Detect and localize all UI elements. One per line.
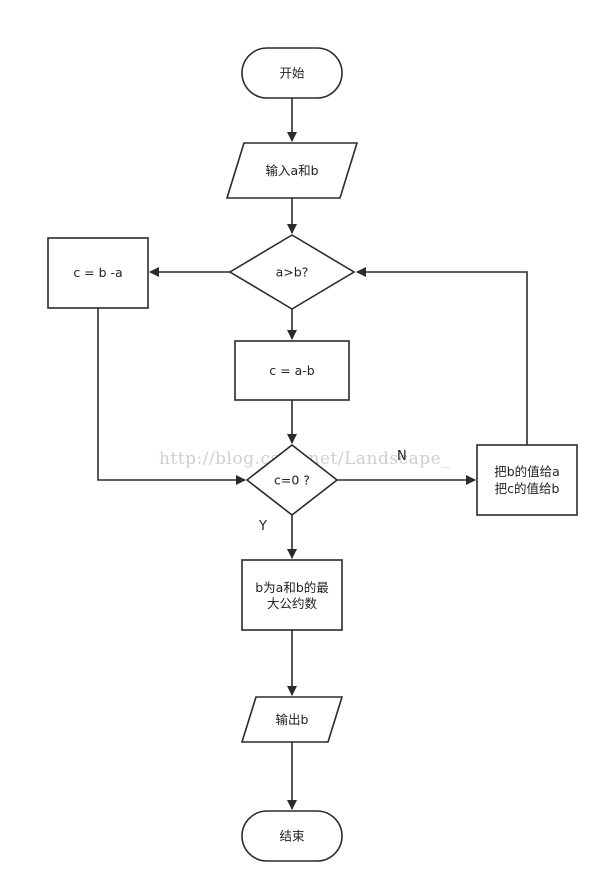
start-node: 开始 [241,47,343,99]
swap-sub-process: c = b -a [47,237,149,309]
no-branch-label: N [397,449,407,464]
sub-process-label: c = a-b [269,363,314,378]
end-node: 结束 [241,810,343,862]
output-node: 输出b [240,696,344,743]
input-node: 输入a和b [225,142,359,199]
result-process-label-line2: 大公约数 [267,596,318,611]
end-node-label: 结束 [279,829,305,844]
compare-decision-label: a>b? [276,265,309,280]
check-zero-decision-label: c=0 ? [274,473,310,488]
check-zero-decision: c=0 ? [245,443,339,517]
compare-decision: a>b? [228,234,356,310]
assign-process-label-line1: 把b的值给a [494,464,560,479]
yes-branch-label: Y [258,519,267,534]
assign-process: 把b的值给a 把c的值给b [476,444,578,516]
edge-assign-to-compare [356,267,528,445]
result-process-label-line1: b为a和b的最 [255,580,329,595]
input-node-label: 输入a和b [265,163,318,178]
start-node-label: 开始 [279,66,305,81]
edge-swap-sub-to-check [97,308,246,485]
result-process: b为a和b的最 大公约数 [241,559,343,631]
swap-sub-process-label: c = b -a [73,265,122,280]
sub-process: c = a-b [234,340,350,401]
output-node-label: 输出b [276,712,309,727]
assign-process-label-line2: 把c的值给b [495,481,560,496]
